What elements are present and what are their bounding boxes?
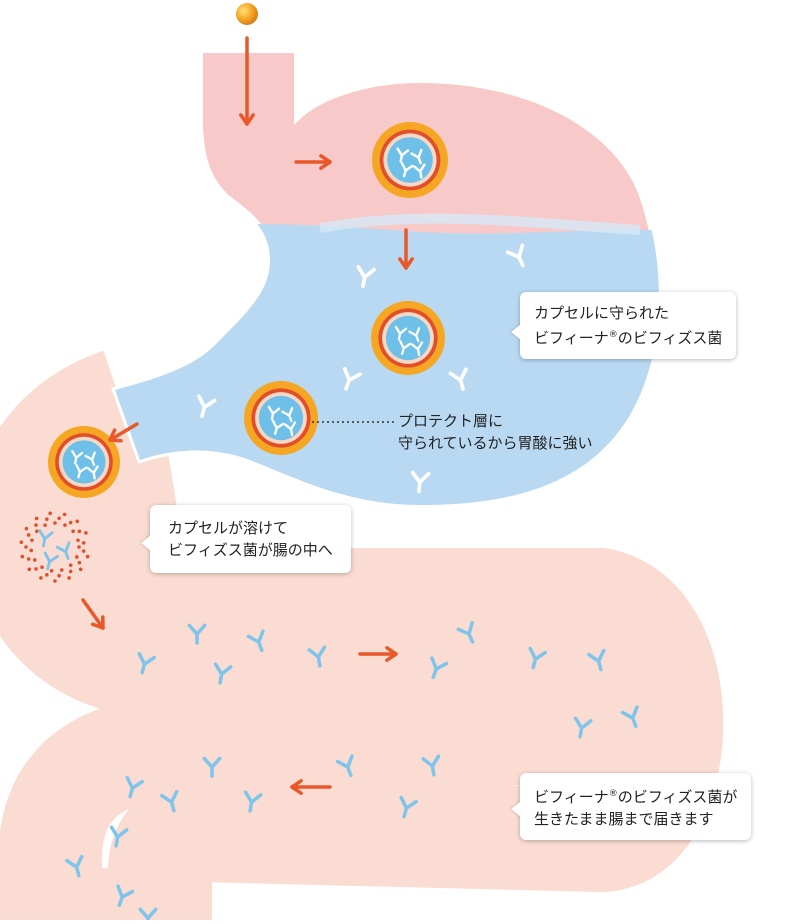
callout-intestine-reach-line1a: ビフィーナ	[534, 788, 609, 806]
label-protect-layer-line1: プロテクト層に	[398, 412, 504, 430]
bacteria-icon	[421, 754, 441, 777]
flow-arrow-icon	[239, 36, 255, 126]
bacteria-icon	[246, 629, 265, 653]
capsule-icon	[244, 381, 318, 455]
bacteria-icon	[65, 854, 84, 878]
bacteria-icon	[86, 465, 99, 480]
bacteria-icon	[116, 884, 135, 908]
bacteria-icon	[272, 420, 285, 435]
bacteria-icon	[43, 551, 59, 571]
bacteria-icon	[55, 541, 71, 560]
bacteria-icon	[430, 656, 449, 680]
bacteria-icon	[410, 148, 423, 165]
callout-stomach-capsule-line2a: ビフィーナ	[534, 329, 609, 347]
bacteria-icon	[84, 451, 96, 467]
pill-icon	[236, 3, 258, 25]
bacteria-icon	[456, 621, 475, 644]
bacteria-icon	[137, 651, 156, 675]
bacteria-icon	[408, 327, 421, 343]
flow-arrow-icon	[294, 154, 332, 170]
bacteria-icon	[448, 367, 468, 391]
bacteria-icon	[197, 394, 217, 418]
bacteria-icon	[307, 645, 327, 668]
bacteria-icon	[396, 147, 410, 163]
bacteria-icon	[412, 163, 426, 179]
label-protect-layer: プロテクト層に 守られているから胃酸に強い	[398, 410, 593, 454]
bacteria-icon	[281, 407, 294, 423]
intestine	[0, 344, 731, 924]
bacteria-icon	[213, 662, 233, 685]
bacteria-icon	[410, 341, 424, 357]
bacteria-icon	[410, 470, 431, 494]
bacteria-icon	[394, 325, 408, 341]
bacteria-icon	[160, 789, 179, 813]
bacteria-icon	[243, 790, 263, 813]
bacteria-icon	[528, 646, 547, 670]
flow-arrow-icon	[358, 646, 398, 662]
bacteria-icon	[109, 825, 129, 848]
flow-arrow-icon	[81, 598, 105, 630]
bacteria-icon	[620, 705, 639, 729]
callout-stomach-capsule-line1: カプセルに守られた	[534, 304, 670, 322]
bacteria-icon	[75, 463, 88, 479]
callout-capsule-dissolve-line1: カプセルが溶けて	[168, 519, 289, 537]
callout-intestine-reach-line1b: のビフィズス菌が	[617, 788, 738, 806]
flow-arrow-icon	[290, 779, 332, 795]
flow-arrow-icon	[398, 228, 414, 270]
bacteria-icon	[587, 648, 606, 672]
bacteria-icon	[400, 162, 414, 178]
callout-capsule-dissolve: カプセルが溶けて ビフィズス菌が腸の中へ	[141, 505, 351, 573]
bacteria-icon	[267, 405, 281, 421]
bacteria-icon	[399, 340, 412, 355]
bacteria-icon	[202, 756, 222, 778]
bacteria-icon	[356, 264, 376, 289]
flow-arrow-icon	[108, 422, 139, 443]
bacteria-icon	[187, 623, 207, 645]
bacteria-icon	[38, 529, 54, 548]
bacteria-icon	[283, 421, 297, 437]
callout-intestine-reach: ビフィーナ®のビフィズス菌が 生きたまま腸まで届きます	[511, 773, 752, 840]
registered-mark: ®	[608, 789, 618, 799]
bacteria-icon	[342, 366, 362, 391]
registered-mark: ®	[608, 330, 618, 340]
bacteria-icon	[573, 716, 593, 739]
capsule-icon	[48, 426, 120, 498]
label-protect-layer-line2: 守られているから胃酸に強い	[398, 434, 593, 452]
callout-intestine-reach-line2: 生きたまま腸まで届きます	[534, 810, 714, 828]
capsule-icon	[371, 301, 445, 375]
bacteria-icon	[71, 450, 84, 465]
bacteria-icon	[399, 795, 418, 819]
callout-stomach-capsule-line2b: のビフィズス菌	[617, 329, 723, 347]
callout-capsule-dissolve-line2: ビフィズス菌が腸の中へ	[168, 541, 333, 559]
callout-stomach-capsule: カプセルに守られた ビフィーナ®のビフィズス菌	[511, 292, 737, 359]
bacteria-icon	[125, 775, 144, 799]
capsule-icon	[372, 122, 448, 198]
bacteria-icon	[335, 754, 354, 778]
bacteria-icon	[505, 243, 525, 268]
dissolving-capsule-icon	[19, 511, 90, 583]
